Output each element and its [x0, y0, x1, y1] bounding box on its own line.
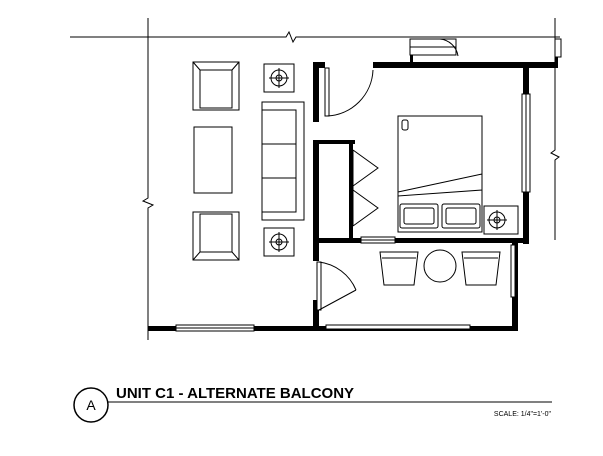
drawing-badge-circle	[73, 387, 109, 423]
balcony-table	[423, 249, 457, 283]
nightstand	[483, 205, 519, 235]
coffee-table	[193, 126, 233, 194]
side-table-top	[263, 63, 295, 93]
bedroom-furniture	[397, 115, 519, 235]
doors	[316, 38, 459, 311]
title-block: A UNIT C1 - ALTERNATE BALCONY SCALE: 1/4…	[73, 385, 552, 423]
drawing-scale: SCALE: 1/4"=1'-0"	[494, 411, 552, 418]
side-table-bottom	[263, 227, 295, 257]
sofa	[261, 101, 305, 221]
windows	[175, 38, 562, 332]
balcony-furniture	[379, 249, 501, 286]
balcony-chair-left	[379, 251, 419, 286]
armchair-top	[192, 61, 240, 111]
drawing-title: UNIT C1 - ALTERNATE BALCONY	[116, 385, 354, 402]
bed	[397, 115, 483, 233]
armchair-bottom	[192, 211, 240, 261]
balcony-chair-right	[461, 251, 501, 286]
drawing-badge: A	[86, 397, 96, 413]
living-room-furniture	[192, 61, 305, 261]
reference-lines	[70, 18, 560, 340]
